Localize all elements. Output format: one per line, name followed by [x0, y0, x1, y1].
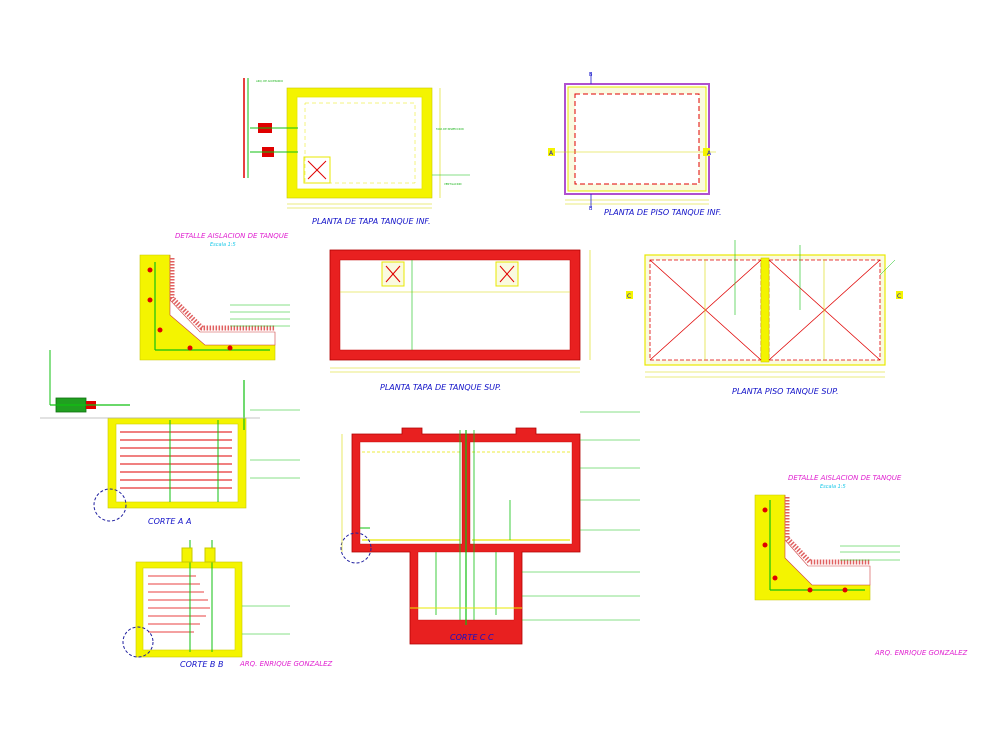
svg-text:TAPA DE INSPECCION: TAPA DE INSPECCION	[436, 127, 464, 131]
corte-c-c: CORTE C C	[340, 411, 640, 645]
title-planta-tapa-sup: PLANTA TAPA DE TANQUE SUP.	[380, 383, 501, 392]
section-mark-b-bottom: B	[589, 206, 593, 212]
title-corte-aa: CORTE A A	[148, 517, 191, 526]
section-mark-a-right: A	[707, 150, 712, 157]
section-mark-c-right: C	[897, 293, 901, 300]
title-corte-cc: CORTE C C	[450, 633, 494, 642]
detalle-2-scale: Escala 1:5	[820, 484, 846, 490]
title-corte-bb: CORTE B B	[180, 660, 223, 669]
section-mark-b-top: B	[589, 72, 593, 78]
corte-b-b: CORTE B B ARQ. ENRIQUE GONZALEZ	[122, 540, 333, 669]
planta-piso-tanque-sup: C C PLANTA PISO TANQUE SUP.	[626, 240, 903, 396]
svg-text:ARQ. DE ACCESORIO: ARQ. DE ACCESORIO	[256, 79, 283, 83]
section-mark-c-left: C	[627, 293, 631, 300]
detalle-aislacion-2: DETALLE AISLACION DE TANQUE Escala 1:5 A…	[754, 474, 968, 657]
author-2: ARQ. ENRIQUE GONZALEZ	[874, 649, 968, 657]
corte-a-a: CORTE A A	[40, 350, 300, 526]
planta-piso-tanque-inf: A A B B PLANTA DE PISO TANQUE INF.	[548, 72, 722, 217]
title-planta-piso-inf: PLANTA DE PISO TANQUE INF.	[604, 208, 722, 217]
planta-tapa-tanque-inf: ARQ. DE ACCESORIO TAPA DE INSPECCION VEN…	[243, 78, 470, 226]
section-mark-a-left: A	[549, 150, 554, 157]
detalle-aislacion-1: DETALLE AISLACION DE TANQUE Escala 1:5	[139, 232, 290, 361]
detalle-1-title: DETALLE AISLACION DE TANQUE	[175, 232, 289, 240]
detalle-2-title: DETALLE AISLACION DE TANQUE	[788, 474, 902, 482]
title-planta-tapa-inf: PLANTA DE TAPA TANQUE INF.	[312, 217, 431, 226]
author-1: ARQ. ENRIQUE GONZALEZ	[239, 660, 333, 668]
svg-text:VENTILACION: VENTILACION	[444, 182, 462, 186]
detalle-1-scale: Escala 1:5	[210, 242, 236, 248]
planta-tapa-tanque-sup: PLANTA TAPA DE TANQUE SUP.	[329, 249, 591, 392]
title-planta-piso-sup: PLANTA PISO TANQUE SUP.	[732, 387, 839, 396]
